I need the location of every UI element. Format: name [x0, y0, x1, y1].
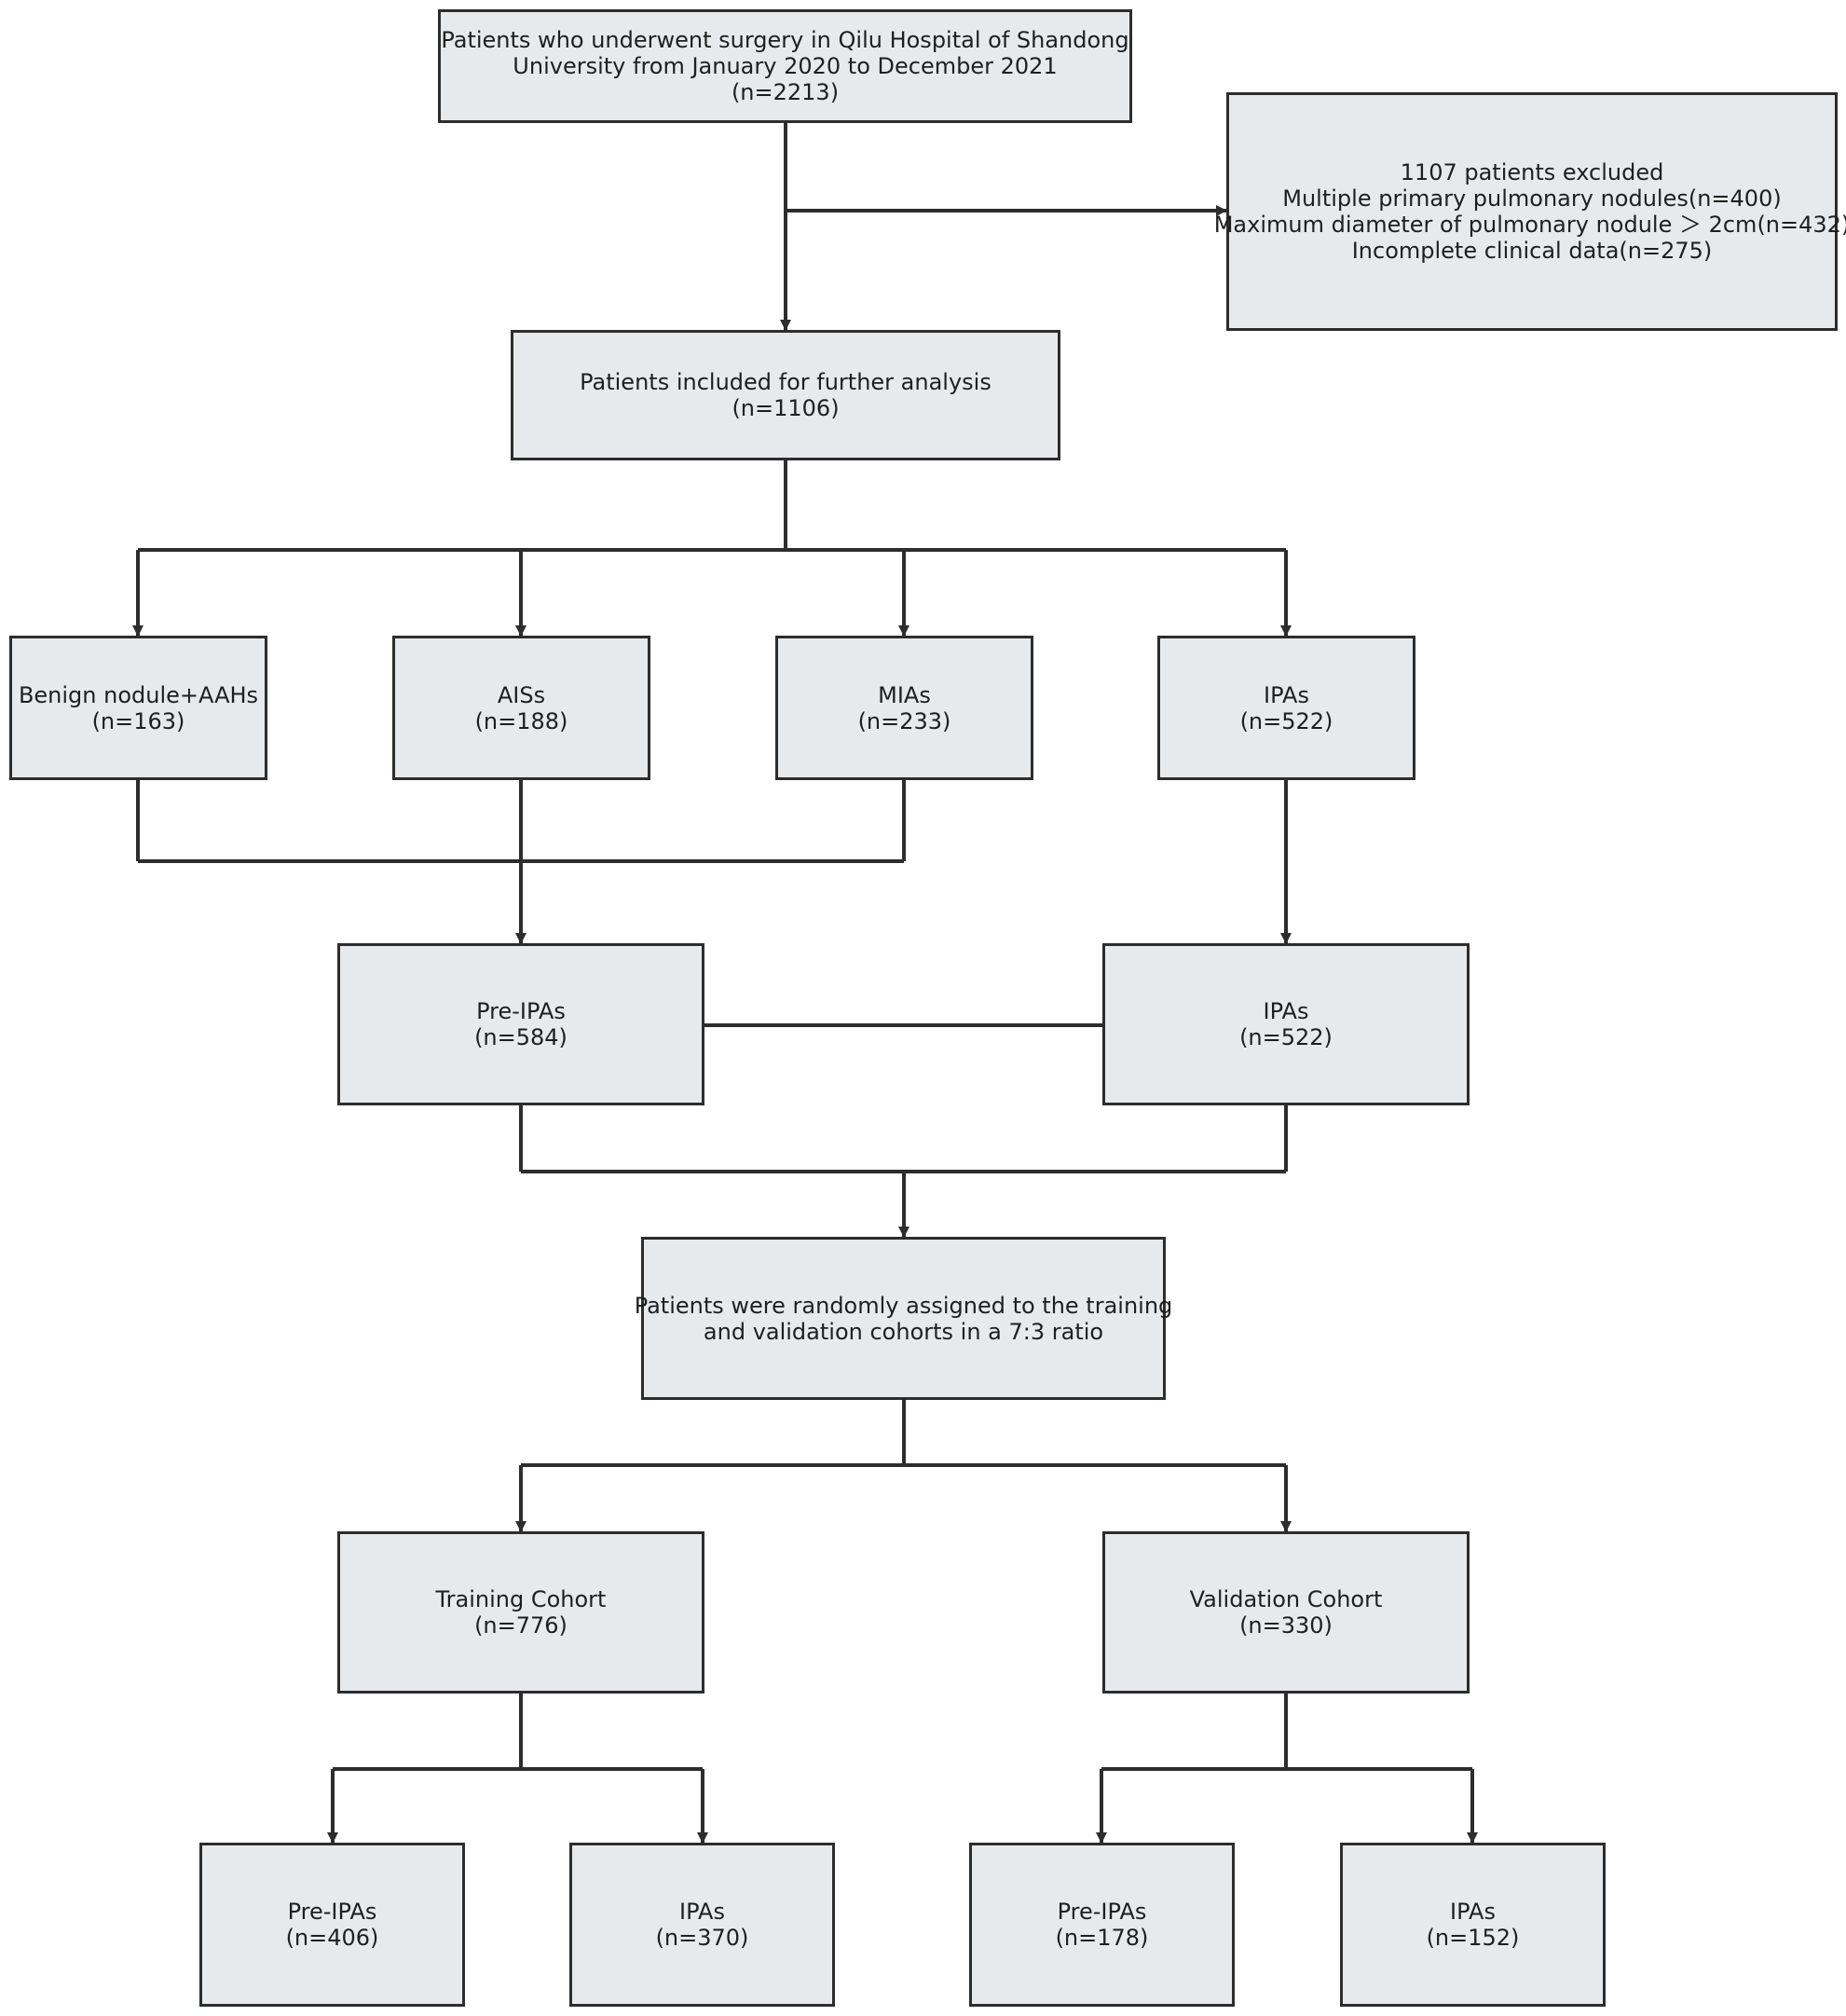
training-pre-ipa-label: Pre-IPAs — [287, 1899, 377, 1925]
validation-ipa-label: IPAs — [1450, 1899, 1496, 1925]
pre-ipa-box: Pre-IPAs (n=584) — [337, 943, 704, 1105]
included-count: (n=1106) — [732, 395, 840, 421]
source-count: (n=2213) — [731, 79, 840, 105]
source-line-1: Patients who underwent surgery in Qilu H… — [441, 27, 1129, 53]
validation-pre-ipa-label: Pre-IPAs — [1057, 1899, 1147, 1925]
validation-cohort-box: Validation Cohort (n=330) — [1102, 1531, 1470, 1694]
training-pre-ipa-count: (n=406) — [285, 1925, 379, 1951]
excluded-reason-multiple: Multiple primary pulmonary nodules(n=400… — [1282, 185, 1782, 212]
mia-count: (n=233) — [857, 707, 951, 734]
excluded-box: 1107 patients excluded Multiple primary … — [1214, 92, 1846, 331]
mia-box: MIAs (n=233) — [775, 636, 1033, 780]
ipa-top-box: IPAs (n=522) — [1157, 636, 1415, 780]
validation-ipa-count: (n=152) — [1426, 1925, 1520, 1951]
excluded-title: 1107 patients excluded — [1400, 159, 1664, 185]
benign-count: (n=163) — [91, 707, 185, 734]
pre-ipa-count: (n=584) — [474, 1024, 567, 1050]
included-box: Patients included for further analysis (… — [511, 330, 1060, 460]
ipa-mid-label: IPAs — [1263, 998, 1309, 1024]
training-pre-ipa-box: Pre-IPAs (n=406) — [199, 1843, 465, 2007]
training-ipa-count: (n=370) — [655, 1925, 749, 1951]
benign-aah-box: Benign nodule+AAHs (n=163) — [9, 636, 267, 780]
training-label: Training Cohort — [435, 1586, 607, 1612]
training-count: (n=776) — [474, 1612, 567, 1639]
ipa-mid-box: IPAs (n=522) — [1102, 943, 1470, 1105]
ipa-top-label: IPAs — [1264, 681, 1309, 708]
training-ipa-box: IPAs (n=370) — [569, 1843, 835, 2007]
source-line-2: University from January 2020 to December… — [513, 53, 1058, 79]
validation-pre-ipa-count: (n=178) — [1055, 1925, 1149, 1951]
ais-box: AISs (n=188) — [392, 636, 650, 780]
ais-label: AISs — [497, 681, 546, 708]
validation-label: Validation Cohort — [1189, 1586, 1383, 1612]
included-label: Patients included for further analysis — [580, 369, 991, 395]
ipa-mid-count: (n=522) — [1239, 1024, 1333, 1050]
randomization-line-1: Patients were randomly assigned to the t… — [634, 1292, 1173, 1319]
benign-label: Benign nodule+AAHs — [18, 681, 259, 708]
mia-label: MIAs — [878, 681, 931, 708]
validation-pre-ipa-box: Pre-IPAs (n=178) — [969, 1843, 1235, 2007]
validation-count: (n=330) — [1239, 1612, 1333, 1639]
randomization-box: Patients were randomly assigned to the t… — [635, 1237, 1172, 1400]
source-population-box: Patients who underwent surgery in Qilu H… — [438, 9, 1132, 123]
excluded-reason-incomplete: Incomplete clinical data(n=275) — [1351, 238, 1713, 264]
validation-ipa-box: IPAs (n=152) — [1340, 1843, 1606, 2007]
excluded-reason-diameter: Maximum diameter of pulmonary nodule ＞ 2… — [1213, 212, 1846, 238]
pre-ipa-label: Pre-IPAs — [476, 998, 566, 1024]
ipa-top-count: (n=522) — [1239, 707, 1333, 734]
ais-count: (n=188) — [474, 707, 568, 734]
randomization-line-2: and validation cohorts in a 7:3 ratio — [703, 1318, 1104, 1345]
training-cohort-box: Training Cohort (n=776) — [337, 1531, 704, 1694]
training-ipa-label: IPAs — [679, 1899, 725, 1925]
